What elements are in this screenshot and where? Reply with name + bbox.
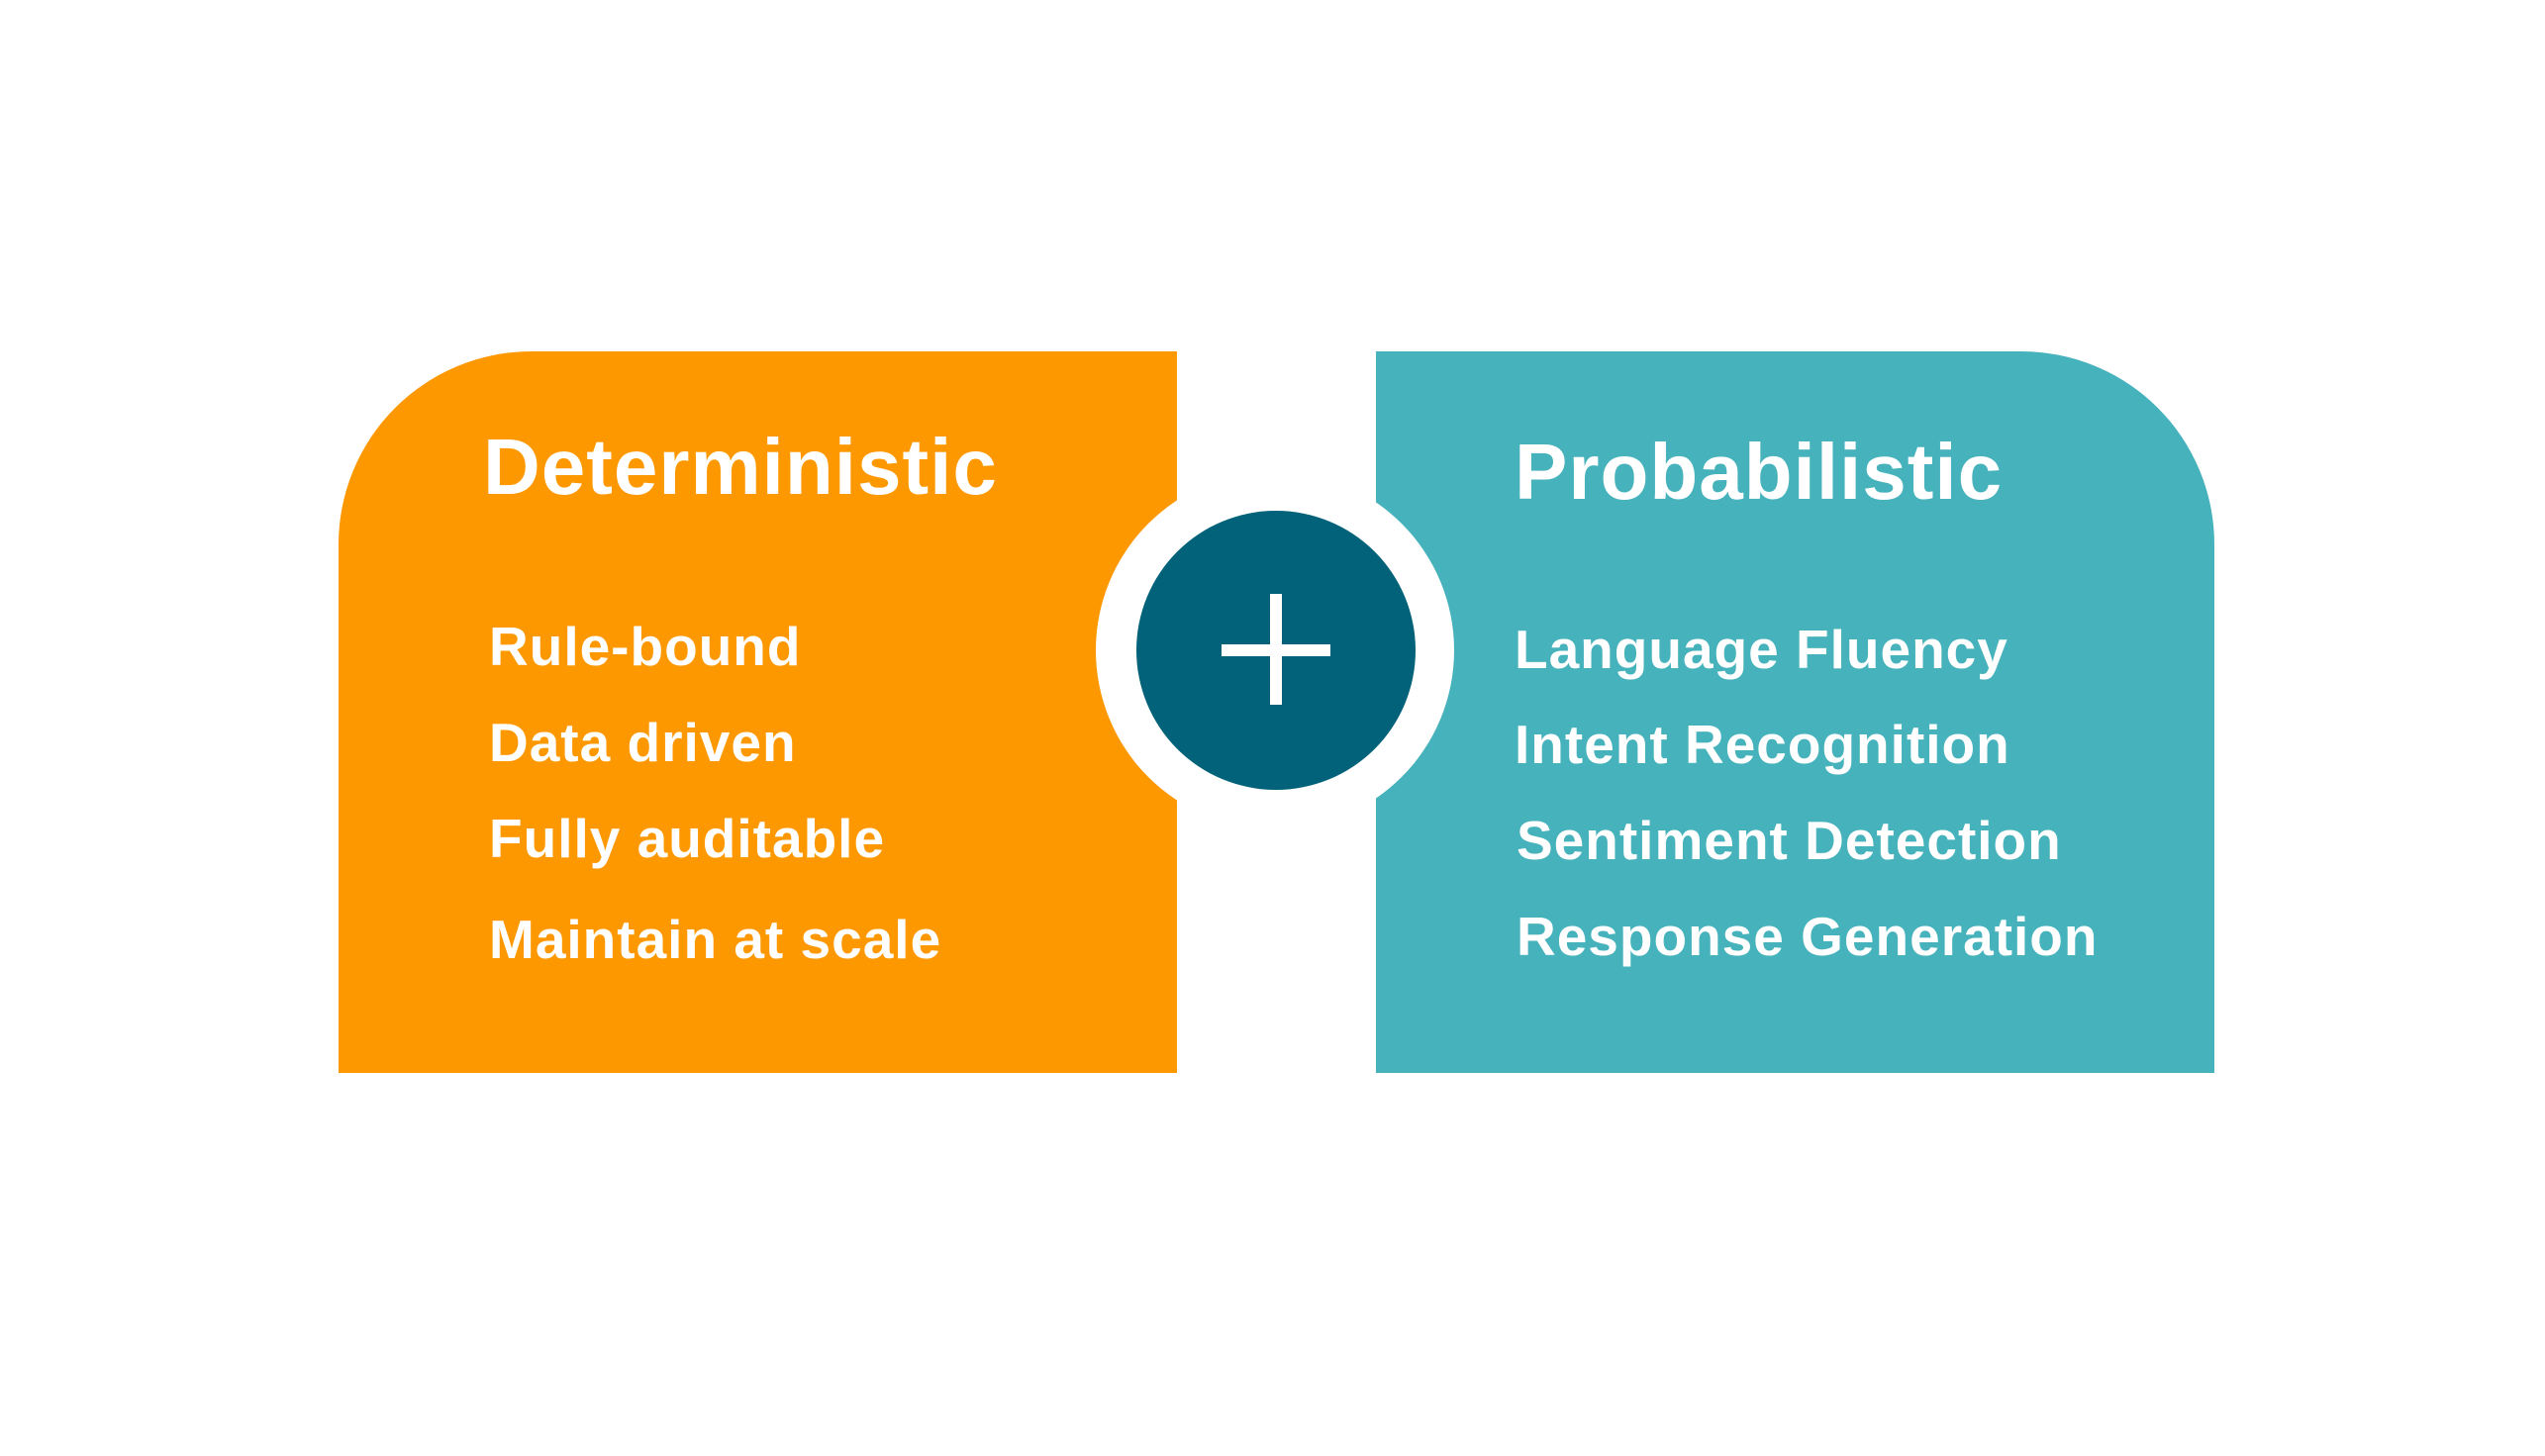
plus-circle (1136, 511, 1416, 790)
deterministic-item: Data driven (489, 712, 797, 773)
probabilistic-item: Language Fluency (1515, 619, 2008, 680)
deterministic-item: Fully auditable (489, 808, 886, 869)
deterministic-panel (339, 351, 1177, 1073)
probabilistic-item: Sentiment Detection (1517, 810, 2062, 871)
probabilistic-panel (1376, 351, 2214, 1073)
deterministic-title: Deterministic (483, 423, 998, 511)
probabilistic-item: Response Generation (1517, 906, 2099, 967)
deterministic-item: Maintain at scale (489, 909, 942, 970)
probabilistic-item: Intent Recognition (1515, 714, 2010, 775)
deterministic-item: Rule-bound (489, 616, 802, 677)
probabilistic-title: Probabilistic (1515, 428, 2004, 516)
